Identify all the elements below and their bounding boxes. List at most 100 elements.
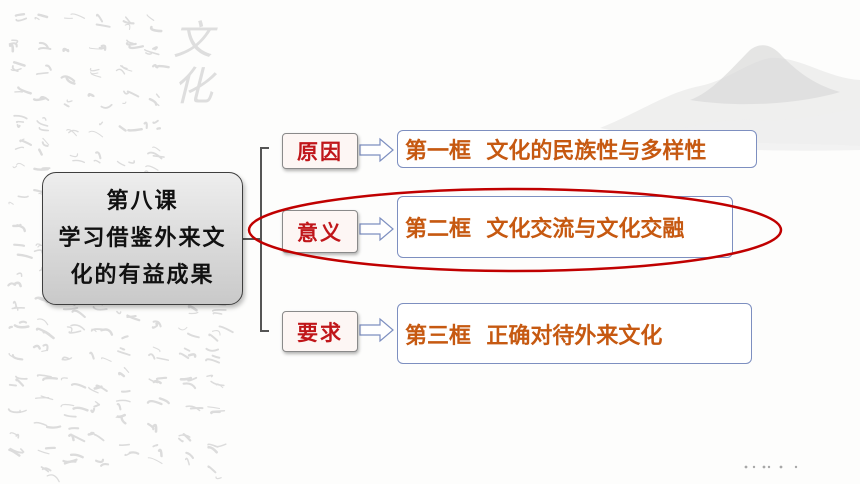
calligraphy-stroke [211, 309, 227, 312]
calligraphy-stroke [207, 445, 218, 454]
calligraphy-stroke [126, 90, 140, 98]
calligraphy-stroke [16, 272, 23, 278]
lesson-title-line-1: 学习借鉴外来文 [58, 226, 227, 251]
calligraphy-stroke [115, 68, 126, 75]
calligraphy-stroke [90, 407, 96, 414]
calligraphy-stroke [98, 121, 104, 126]
calligraphy-stroke [121, 335, 129, 340]
calligraphy-stroke [93, 433, 105, 442]
calligraphy-stroke [93, 159, 101, 164]
calligraphy-stroke [35, 72, 49, 76]
calligraphy-stroke [178, 352, 190, 360]
calligraphy-stroke [38, 41, 50, 50]
calligraphy-stroke [15, 120, 25, 124]
section-title-3: 第三框 正确对待外来文化 [405, 323, 663, 349]
calligraphy-stroke [117, 350, 131, 356]
calligraphy-stroke [71, 434, 86, 443]
calligraphy-stroke [14, 146, 25, 150]
calligraphy-stroke [122, 20, 135, 25]
calligraphy-stroke [188, 311, 199, 315]
calligraphy-stroke [16, 123, 21, 128]
calligraphy-stroke [13, 243, 26, 247]
calligraphy-stroke [218, 325, 234, 334]
calligraphy-stroke [66, 99, 73, 103]
calligraphy-stroke [116, 310, 122, 315]
calligraphy-stroke [60, 403, 75, 408]
calligraphy-stroke [93, 385, 103, 390]
calligraphy-stroke [15, 375, 28, 380]
calligraphy-stroke [120, 389, 131, 393]
calligraphy-stroke [89, 351, 95, 360]
calligraphy-stroke [145, 165, 159, 171]
calligraphy-stroke [12, 61, 26, 67]
calligraphy-stroke [36, 120, 49, 127]
calligraphy-stroke [214, 409, 226, 412]
calligraphy-stroke [38, 47, 52, 50]
calligraphy-stroke [20, 448, 25, 453]
arrow-row-3 [359, 317, 394, 343]
calligraphy-stroke [185, 405, 201, 412]
calligraphy-stroke [92, 306, 108, 311]
lesson-title-box: 第八课 学习借鉴外来文 化的有益成果 [42, 172, 243, 305]
calligraphy-stroke [205, 347, 220, 352]
calligraphy-stroke [60, 377, 68, 381]
calligraphy-stroke [124, 23, 131, 30]
calligraphy-stroke [32, 96, 47, 102]
calligraphy-stroke [182, 382, 197, 390]
calligraphy-stroke [205, 358, 221, 364]
calligraphy-stroke [124, 16, 132, 24]
calligraphy-stroke [38, 148, 43, 156]
calligraphy-stroke [15, 17, 28, 22]
arrow-row-2 [359, 216, 394, 242]
slide-footer-dots [744, 465, 798, 469]
section-box-3: 第三框 正确对待外来文化 [397, 303, 752, 364]
calligraphy-stroke [15, 433, 20, 439]
label-reason: 原因 [282, 133, 358, 169]
calligraphy-stroke [35, 243, 41, 246]
calligraphy-stroke [206, 374, 214, 378]
calligraphy-stroke [12, 300, 18, 308]
calligraphy-stroke [146, 399, 163, 406]
calligraphy-stroke [158, 397, 170, 405]
calligraphy-stroke [152, 423, 158, 433]
calligraphy-stroke [46, 474, 60, 483]
calligraphy-stroke [69, 153, 79, 158]
calligraphy-stroke [12, 165, 18, 169]
calligraphy-stroke [42, 137, 50, 146]
calligraphy-stroke [95, 458, 105, 464]
calligraphy-stroke [11, 65, 19, 72]
calligraphy-stroke [119, 347, 126, 351]
calligraphy-stroke [178, 437, 184, 443]
calligraphy-stroke [128, 45, 145, 50]
calligraphy-stroke [70, 13, 86, 19]
section-box-2: 第二框 文化交流与文化交融 [397, 196, 733, 258]
calligraphy-stroke [7, 408, 22, 414]
calligraphy-stroke [15, 378, 25, 387]
calligraphy-stroke [66, 326, 73, 333]
calligraphy-stroke [40, 466, 50, 473]
calligraphy-stroke [37, 13, 49, 19]
calligraphy-stroke [118, 125, 127, 132]
calligraphy-stroke [7, 282, 17, 287]
calligraphy-stroke [128, 160, 136, 164]
calligraphy-stroke [156, 127, 162, 130]
calligraphy-stroke [62, 307, 79, 311]
calligraphy-stroke [127, 127, 143, 132]
footer-dot [762, 465, 766, 469]
hollow-arrow-icon [359, 317, 394, 343]
calligraphy-stroke [208, 333, 219, 342]
calligraphy-stroke [61, 356, 70, 361]
calligraphy-stroke [152, 320, 162, 328]
calligraphy-stroke [155, 376, 168, 381]
calligraphy-stroke [88, 386, 99, 394]
calligraphy-stroke [179, 376, 193, 381]
calligraphy-stroke [9, 447, 24, 454]
calligraphy-stroke [41, 467, 52, 472]
calligraphy-stroke [42, 117, 47, 121]
calligraphy-stroke [45, 64, 52, 71]
footer-dot [779, 465, 783, 469]
calligraphy-stroke [90, 71, 99, 75]
calligraphy-stroke [18, 320, 28, 324]
calligraphy-stroke [152, 443, 159, 448]
calligraphy-stroke [34, 17, 40, 21]
